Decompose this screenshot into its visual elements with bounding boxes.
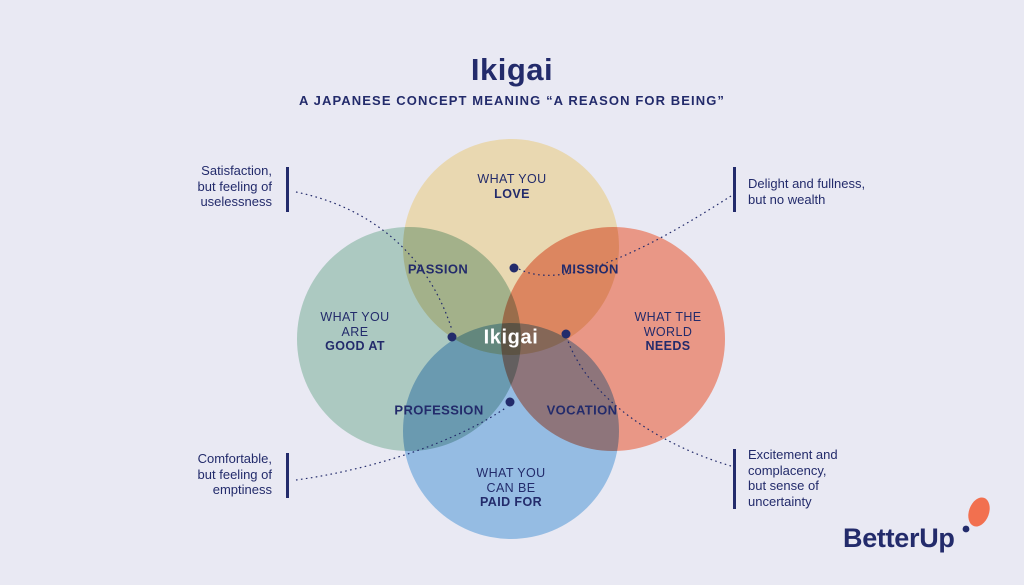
label-profession: PROFESSION xyxy=(394,402,484,418)
callout-line: uncertainty xyxy=(748,493,812,509)
label-mission: MISSION xyxy=(561,261,619,277)
connector-line-comfortable xyxy=(295,406,508,481)
callout-excitement: Excitement and complacency, but sense of… xyxy=(748,447,838,509)
label-line-bold: LOVE xyxy=(494,186,530,201)
label-line-bold: PAID FOR xyxy=(480,495,542,509)
callout-line: Satisfaction, xyxy=(201,163,272,178)
connector-line-delight xyxy=(518,195,732,276)
callout-line: but no wealth xyxy=(748,191,826,207)
callout-line: Excitement and xyxy=(748,447,838,462)
page-subtitle: A JAPANESE CONCEPT MEANING “A REASON FOR… xyxy=(298,93,726,108)
callout-tick xyxy=(286,167,289,212)
label-what-the-world-needs: WHAT THE WORLD NEEDS xyxy=(634,310,701,354)
callout-line: but sense of xyxy=(748,478,819,493)
label-what-you-are-good-at: WHAT YOU ARE GOOD AT xyxy=(320,310,389,354)
center-ikigai-label: Ikigai xyxy=(483,326,539,349)
label-line-bold: NEEDS xyxy=(645,339,691,353)
callout-tick xyxy=(733,167,736,212)
callout-line: but feeling of xyxy=(197,178,272,194)
intersection-dot-top xyxy=(509,263,519,273)
betterup-logo-mark xyxy=(962,497,990,533)
circle-what-you-can-be-paid-for xyxy=(403,323,619,539)
label-line: WORLD xyxy=(643,324,693,339)
venn-circles xyxy=(297,139,725,539)
logo-dot-icon xyxy=(962,525,970,533)
callout-delight: Delight and fullness, but no wealth xyxy=(748,176,865,207)
callout-line: but feeling of xyxy=(197,466,272,482)
label-passion: PASSION xyxy=(407,261,469,277)
callout-line: emptiness xyxy=(212,482,272,497)
label-what-you-love: WHAT YOU LOVE xyxy=(477,172,546,201)
callout-tick xyxy=(286,453,289,498)
callout-line: complacency, xyxy=(748,462,827,478)
intersection-dot-right xyxy=(561,329,571,339)
label-line: WHAT YOU xyxy=(476,466,546,480)
intersection-dot-bottom xyxy=(505,397,515,407)
label-vocation: VOCATION xyxy=(546,402,618,418)
betterup-logo-text: BetterUp xyxy=(843,523,955,553)
callout-satisfaction: Satisfaction, but feeling of uselessness xyxy=(198,163,272,210)
connector-line-excitement xyxy=(567,340,732,467)
label-line: WHAT THE xyxy=(634,310,702,324)
callout-line: Delight and fullness, xyxy=(748,176,866,191)
label-line: ARE xyxy=(341,324,369,339)
logo-drop-icon xyxy=(968,497,990,527)
label-line: CAN BE xyxy=(486,480,536,495)
callout-comfortable: Comfortable, but feeling of emptiness xyxy=(198,451,272,498)
label-line: WHAT YOU xyxy=(320,310,390,324)
callout-line: uselessness xyxy=(200,194,272,209)
callout-line: Comfortable, xyxy=(197,451,272,466)
label-line-bold: GOOD AT xyxy=(325,339,385,353)
label-line: WHAT YOU xyxy=(477,172,547,186)
intersection-dot-left xyxy=(447,332,457,342)
page-title: Ikigai xyxy=(470,52,554,87)
label-what-you-can-be-paid-for: WHAT YOU CAN BE PAID FOR xyxy=(476,466,545,510)
callout-tick xyxy=(733,449,736,509)
